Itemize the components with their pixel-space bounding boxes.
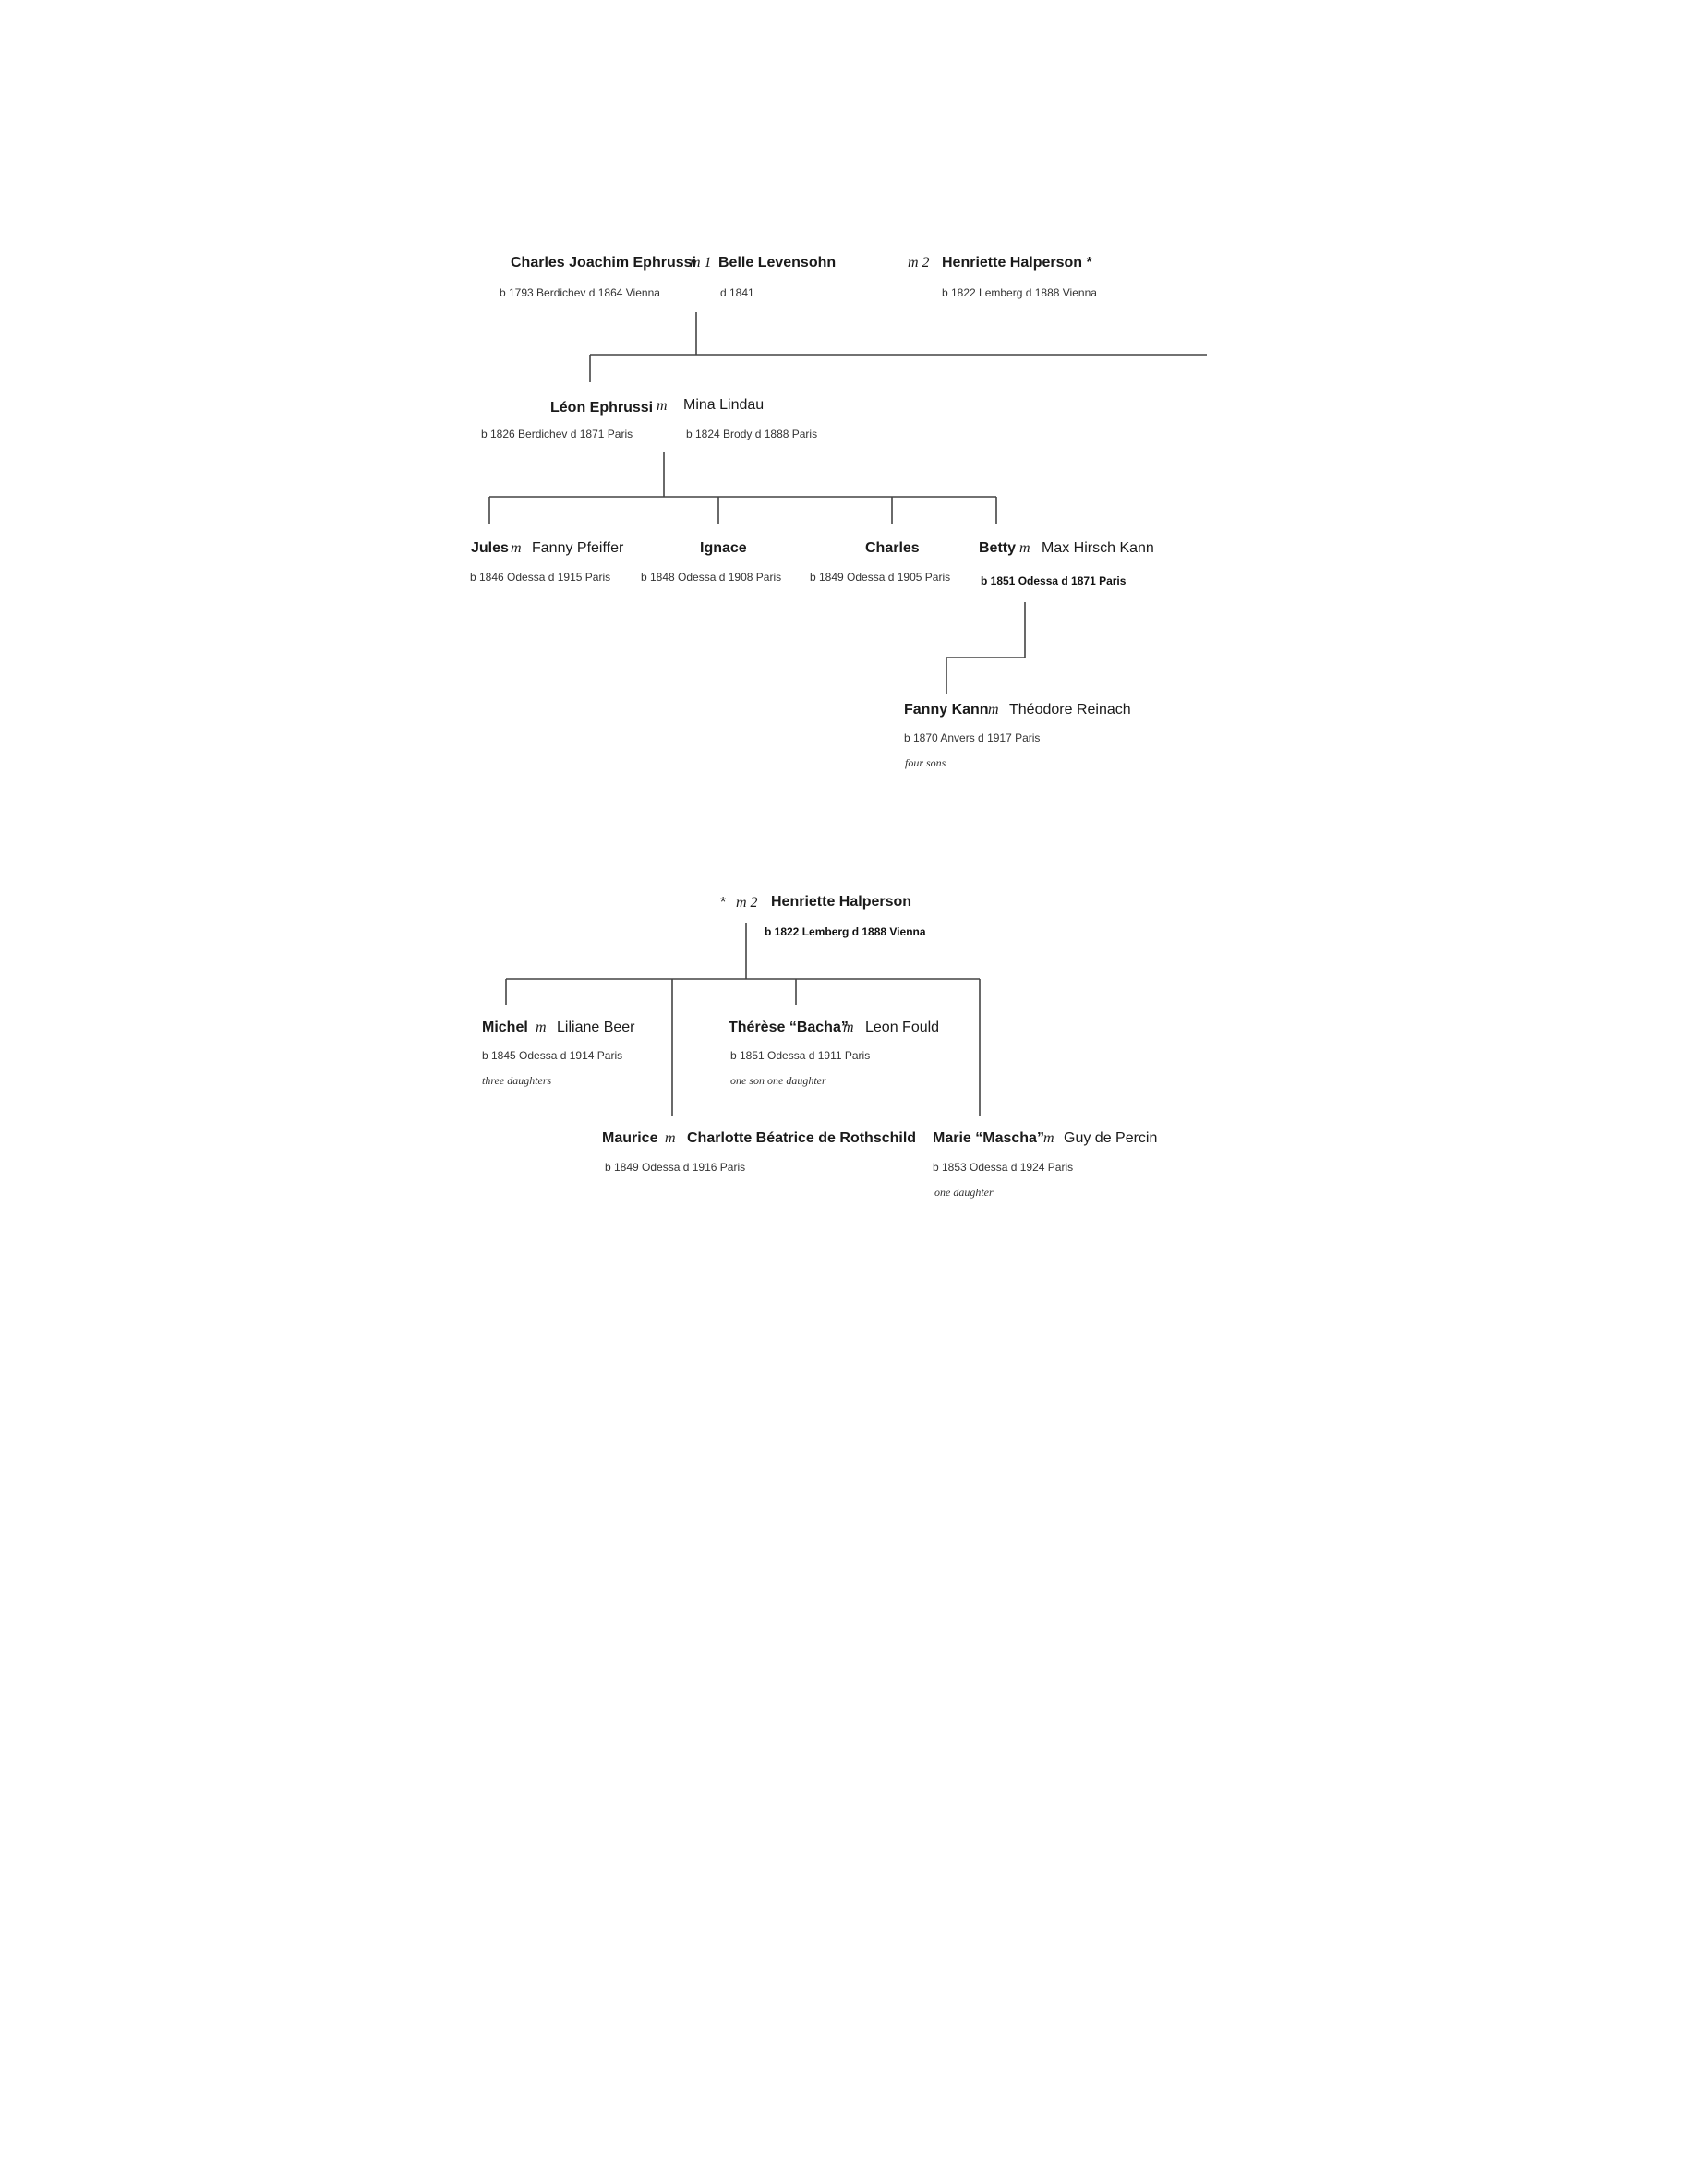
person-fanny-pfeiffer: Fanny Pfeiffer — [532, 540, 624, 556]
person-fanny-kann: Fanny Kann — [904, 702, 989, 718]
footnote-star: * — [720, 895, 727, 911]
marriage-marker-m1: m 1 — [690, 255, 712, 271]
person-michel: Michel — [482, 1020, 528, 1035]
person-theodore-reinach: Théodore Reinach — [1009, 702, 1131, 718]
dates-charles: b 1849 Odessa d 1905 Paris — [810, 571, 951, 584]
person-marie-mascha: Marie “Mascha” — [933, 1130, 1044, 1146]
dates-belle-levensohn: d 1841 — [720, 286, 754, 299]
person-charles-joachim: Charles Joachim Ephrussi — [511, 255, 696, 271]
person-charles: Charles — [865, 540, 920, 556]
person-max-hirsch-kann: Max Hirsch Kann — [1042, 540, 1154, 556]
person-liliane-beer: Liliane Beer — [557, 1020, 635, 1035]
note-fanny-kann: four sons — [905, 756, 946, 769]
marriage-marker-michel: m — [536, 1020, 547, 1035]
note-michel: three daughters — [482, 1074, 552, 1087]
dates-mina-lindau: b 1824 Brody d 1888 Paris — [686, 428, 818, 440]
marriage-marker-jules: m — [511, 540, 522, 556]
marriage-marker-marie: m — [1043, 1130, 1054, 1146]
person-leon-ephrussi: Léon Ephrussi — [550, 400, 654, 416]
dates-michel: b 1845 Odessa d 1914 Paris — [482, 1049, 623, 1062]
dates-charles-joachim: b 1793 Berdichev d 1864 Vienna — [500, 286, 660, 299]
note-therese-bacha: one son one daughter — [730, 1074, 826, 1087]
dates-therese-bacha: b 1851 Odessa d 1911 Paris — [730, 1049, 871, 1062]
marriage-marker-therese: m — [843, 1020, 854, 1035]
dates-leon-ephrussi: b 1826 Berdichev d 1871 Paris — [481, 428, 633, 440]
dates-fanny-kann: b 1870 Anvers d 1917 Paris — [904, 731, 1041, 744]
person-guy-de-percin: Guy de Percin — [1064, 1130, 1158, 1146]
marriage-marker-leon: m — [657, 398, 668, 414]
note-marie-mascha: one daughter — [934, 1186, 994, 1199]
person-jules: Jules — [471, 540, 509, 556]
person-leon-fould: Leon Fould — [865, 1020, 940, 1035]
person-henriette-halperson: Henriette Halperson * — [942, 255, 1092, 271]
dates-betty: b 1851 Odessa d 1871 Paris — [981, 574, 1127, 587]
person-therese-bacha: Thérèse “Bacha” — [729, 1020, 849, 1035]
marriage-marker-fanny: m — [988, 702, 999, 718]
person-belle-levensohn: Belle Levensohn — [718, 255, 837, 271]
person-ignace: Ignace — [700, 540, 747, 556]
person-maurice: Maurice — [602, 1130, 658, 1146]
marriage-marker-betty: m — [1019, 540, 1030, 556]
dates-henriette-halperson: b 1822 Lemberg d 1888 Vienna — [942, 286, 1097, 299]
person-mina-lindau: Mina Lindau — [683, 397, 765, 413]
dates-jules: b 1846 Odessa d 1915 Paris — [470, 571, 611, 584]
dates-maurice: b 1849 Odessa d 1916 Paris — [605, 1161, 746, 1174]
marriage-marker-maurice: m — [665, 1130, 676, 1146]
marriage-marker-m2-second: m 2 — [736, 895, 758, 911]
person-betty: Betty — [979, 540, 1017, 556]
person-henriette-halperson-second: Henriette Halperson — [771, 894, 912, 910]
dates-ignace: b 1848 Odessa d 1908 Paris — [641, 571, 782, 584]
dates-marie-mascha: b 1853 Odessa d 1924 Paris — [933, 1161, 1074, 1174]
dates-henriette-halperson-second: b 1822 Lemberg d 1888 Vienna — [765, 925, 926, 938]
marriage-marker-m2: m 2 — [908, 255, 930, 271]
person-charlotte-beatrice-de-rothschild: Charlotte Béatrice de Rothschild — [687, 1130, 917, 1146]
